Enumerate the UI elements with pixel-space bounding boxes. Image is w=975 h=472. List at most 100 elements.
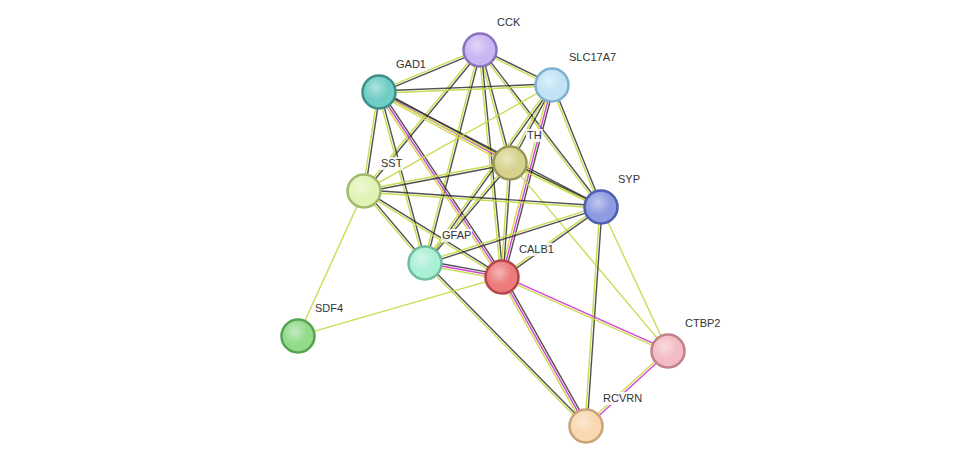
node-label: TH [526,129,543,142]
edge-line [437,274,575,414]
node-circle [492,145,528,181]
node-shine [465,35,495,65]
node-label: GAD1 [395,58,427,71]
node-disc [570,410,603,443]
edge-line [508,102,550,262]
node-disc [652,335,685,368]
edge-line [525,169,586,199]
node-disc [363,76,396,109]
node-circle [568,408,604,444]
edge-bundle [378,93,537,183]
protein-node: SST [346,173,382,209]
evidence-line [441,268,486,276]
node-shine [495,148,525,178]
node-label: CTBP2 [684,317,721,330]
evidence-line [524,171,585,201]
edge-bundle [524,169,586,201]
edge-bundle [597,361,656,415]
node-circle [361,74,397,110]
evidence-line [557,101,594,192]
node-label: SLC17A7 [568,51,617,64]
edge-bundle [374,203,415,251]
edge-line [314,282,486,332]
evidence-line [396,87,536,93]
evidence-line [517,285,653,346]
node-circle [583,189,619,225]
node-shine [571,411,601,441]
edge-line [516,217,588,268]
node-disc [409,247,442,280]
node-circle [650,333,686,369]
protein-node: SLC17A7 [534,67,570,103]
edge-line [608,222,661,336]
node-label: SYP [617,173,641,186]
evidence-line [380,193,584,207]
node-circle [484,259,520,295]
protein-node: SYP [583,189,619,225]
evidence-line [515,216,587,267]
edge-line [378,93,537,183]
edge-line [368,108,378,174]
evidence-line [502,179,508,260]
node-shine [537,70,567,100]
edge-bundle [435,175,500,251]
node-shine [364,77,394,107]
edge-line [380,167,494,189]
edge-bundle [557,100,596,192]
node-label: CALB1 [518,243,555,256]
node-circle [462,32,498,68]
node-circle [407,245,443,281]
edge-bundle [305,206,357,321]
edge-line [305,206,357,321]
node-label: CCK [496,16,521,29]
edge-line [441,213,586,259]
node-label: GFAP [441,229,472,242]
protein-node: GAD1 [361,74,397,110]
protein-node: SDF4 [280,318,316,354]
node-disc [536,69,569,102]
node-disc [494,147,527,180]
edge-bundle [380,191,584,207]
edge-line [437,176,501,251]
node-circle [280,318,316,354]
node-shine [410,248,440,278]
evidence-line [510,291,578,411]
node-label: SDF4 [314,302,344,315]
edge-line [559,100,596,191]
edge-line [381,191,585,205]
node-circle [346,173,382,209]
protein-node: CCK [462,32,498,68]
node-disc [348,175,381,208]
evidence-line [597,361,655,414]
node-shine [349,176,379,206]
edge-bundle [436,274,575,415]
edge-bundle [441,264,486,276]
node-shine [283,321,313,351]
protein-node: GFAP [407,245,443,281]
evidence-line [392,102,494,157]
edge-bundle [395,85,535,93]
node-shine [487,262,517,292]
edge-bundle [515,216,588,269]
evidence-line [365,108,375,174]
evidence-line [508,292,576,412]
node-label: RCVRN [602,392,643,405]
node-label: SST [380,157,403,170]
node-disc [464,34,497,67]
evidence-line [489,64,590,195]
evidence-line [436,276,574,416]
protein-node: RCVRN [568,408,604,444]
edge-bundle [314,282,486,332]
edge-bundle [517,99,545,149]
evidence-line [435,175,499,250]
node-shine [653,336,683,366]
edge-line [495,56,537,77]
evidence-line [440,211,585,257]
protein-node: TH [492,145,528,181]
node-circle [534,67,570,103]
protein-node: CALB1 [484,259,520,295]
edge-bundle [517,283,654,346]
edge-bundle [428,66,477,248]
